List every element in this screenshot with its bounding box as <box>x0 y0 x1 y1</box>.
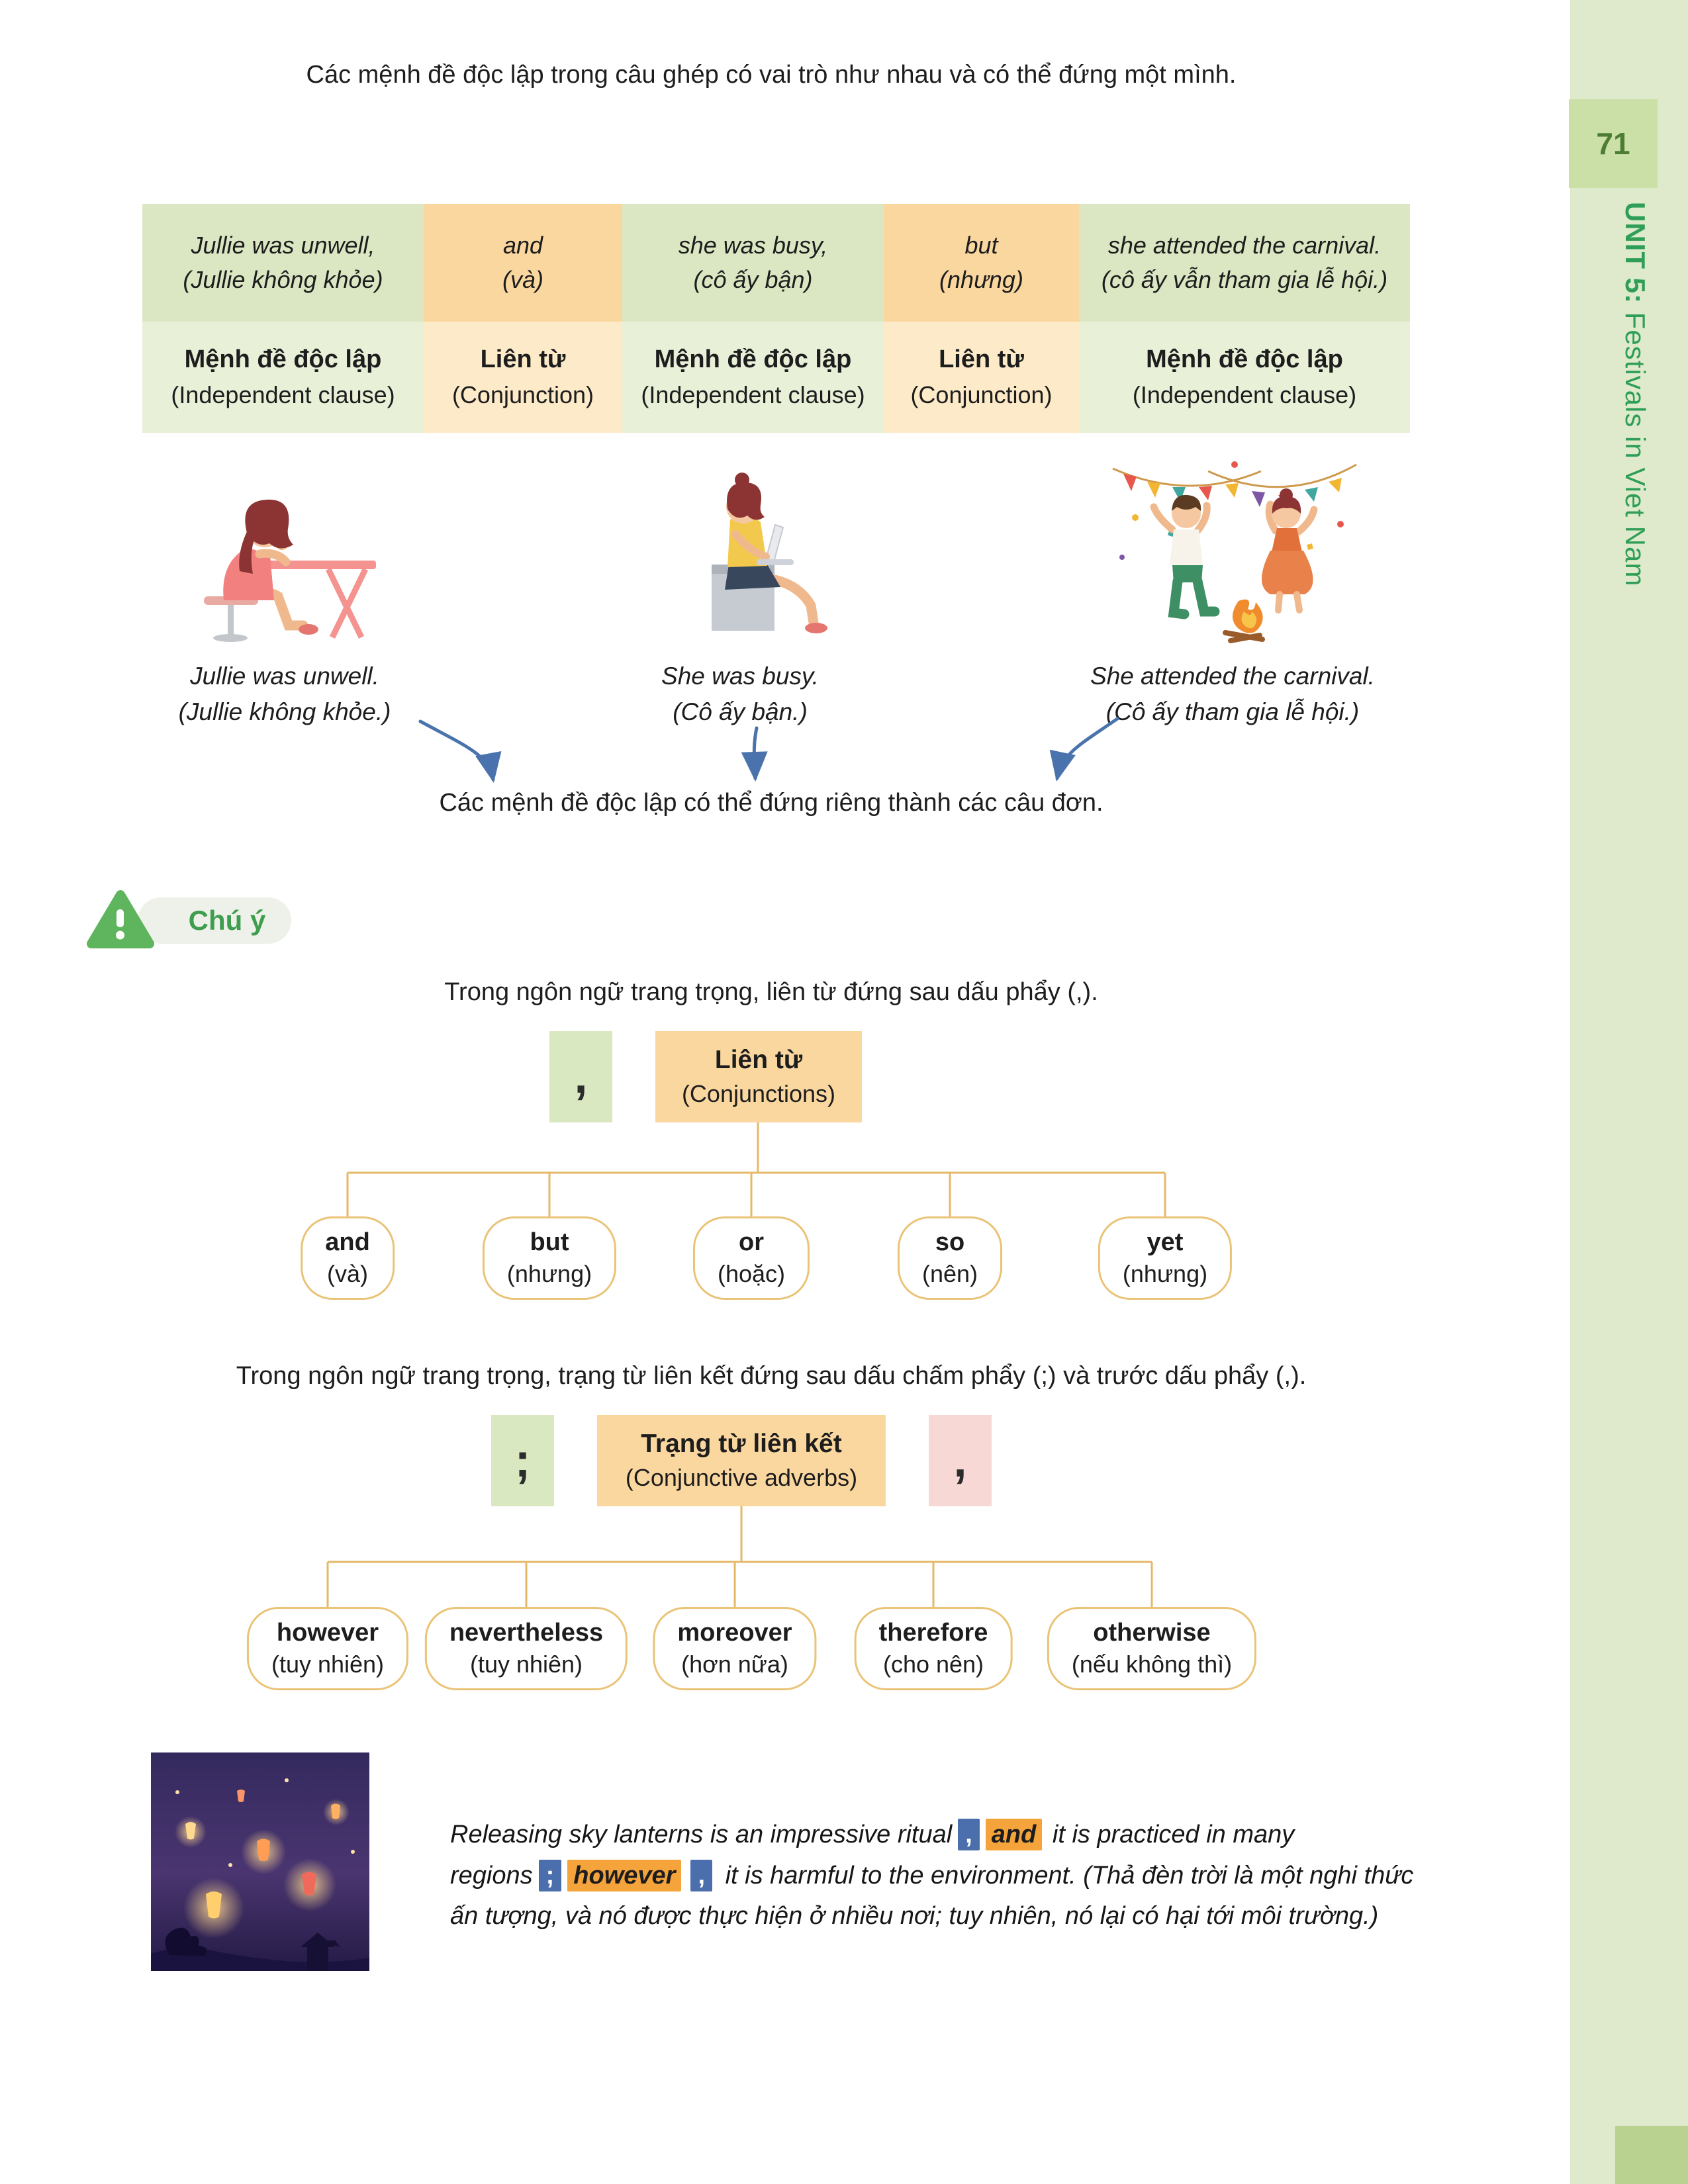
table-cell: Liên từ (Conjunction) <box>884 322 1079 433</box>
highlight-comma-1: , <box>958 1819 980 1850</box>
table-column-clause-3: she attended the carnival. (cô ấy vẫn th… <box>1079 204 1410 433</box>
head-sublabel: (Conjunctive adverbs) <box>625 1464 858 1492</box>
table-cell: Mệnh đề độc lập (Independent clause) <box>622 322 884 433</box>
intro-text: Các mệnh đề độc lập trong câu ghép có va… <box>306 61 1237 89</box>
sidebar-bottom-box <box>1615 2126 1688 2184</box>
caption-busy: She was busy. (Cô ấy bận.) <box>661 659 819 729</box>
busy-woman-drawing <box>712 473 827 633</box>
example-part3: it is harmful to the environment. (Thả đ… <box>450 1861 1414 1931</box>
head-label: Trạng từ liên kết <box>641 1430 842 1459</box>
caption-en: She was busy. <box>661 662 819 690</box>
cell-sublabel: (Independent clause) <box>1132 381 1357 409</box>
rule1-text: Trong ngôn ngữ trang trọng, liên từ đứng… <box>444 978 1098 1006</box>
unwell-girl-drawing <box>204 499 376 642</box>
sky-lanterns-photo <box>151 1752 369 1974</box>
example-sentence: Releasing sky lanterns is an impressive … <box>450 1815 1429 1937</box>
arrows-to-note <box>418 717 1119 783</box>
caption-en: Jullie was unwell. <box>190 662 379 690</box>
conjunctions-head-box: Liên từ (Conjunctions) <box>655 1031 862 1122</box>
sidebar-strip <box>1570 0 1688 2184</box>
clause-conjunction-table: Jullie was unwell, (Jullie không khỏe) M… <box>142 204 1410 433</box>
comma-box-pink: , <box>929 1415 992 1506</box>
caption-vi: (Jullie không khỏe.) <box>178 698 391 725</box>
table-column-conj-1: and (và) Liên từ (Conjunction) <box>424 204 622 433</box>
node-and: and (và) <box>301 1216 395 1300</box>
table-cell: and (và) <box>424 204 622 322</box>
table-cell: but (nhưng) <box>884 204 1079 322</box>
node-but: but (nhưng) <box>482 1216 617 1300</box>
table-column-clause-1: Jullie was unwell, (Jullie không khỏe) M… <box>142 204 424 433</box>
conjunctions-tree-lines <box>346 1122 1166 1219</box>
semicolon-box: ; <box>491 1415 554 1506</box>
head-label: Liên từ <box>714 1046 803 1075</box>
unit-tab: UNIT 5: Festivals in Viet Nam <box>1619 202 1651 586</box>
cell-vi: (cô ấy vẫn tham gia lễ hội.) <box>1101 266 1388 293</box>
cell-label: Mệnh đề độc lập <box>184 345 382 374</box>
caption-en: She attended the carnival. <box>1090 662 1375 690</box>
unit-title: Festivals in Viet Nam <box>1620 304 1651 587</box>
table-cell: Liên từ (Conjunction) <box>424 322 622 433</box>
caption-vi: (Cô ấy bận.) <box>673 698 808 725</box>
cell-en: and <box>502 231 543 259</box>
node-yet: yet (nhưng) <box>1098 1216 1233 1300</box>
note-pill: Chú ý <box>138 897 291 944</box>
example-part2: it is practiced in many regions <box>450 1821 1295 1889</box>
cell-en: she was busy, <box>678 231 828 259</box>
cell-sublabel: (Conjunction) <box>910 381 1053 409</box>
node-therefore: therefore (cho nên) <box>854 1607 1013 1691</box>
table-cell: she attended the carnival. (cô ấy vẫn th… <box>1079 204 1410 322</box>
rule2-text: Trong ngôn ngữ trang trọng, trạng từ liê… <box>236 1362 1307 1390</box>
caption-carnival: She attended the carnival. (Cô ấy tham g… <box>1090 659 1375 729</box>
node-so: so (nên) <box>897 1216 1003 1300</box>
caption-unwell: Jullie was unwell. (Jullie không khỏe.) <box>179 659 391 729</box>
highlight-and: and <box>985 1819 1043 1850</box>
conjunctive-adverbs-head-box: Trạng từ liên kết (Conjunctive adverbs) <box>597 1415 886 1506</box>
adverbs-tree-lines <box>326 1506 1153 1610</box>
table-cell: Jullie was unwell, (Jullie không khỏe) <box>142 204 424 322</box>
example-part1: Releasing sky lanterns is an impressive … <box>450 1821 953 1848</box>
highlight-semicolon: ; <box>538 1859 562 1891</box>
node-nevertheless: nevertheless (tuy nhiên) <box>424 1607 628 1691</box>
page-number-badge: 71 <box>1569 99 1658 188</box>
split-note-text: Các mệnh đề độc lập có thể đứng riêng th… <box>439 789 1103 817</box>
warning-triangle-icon <box>87 890 154 948</box>
illustration-unwell-girl <box>185 460 391 652</box>
table-cell: Mệnh đề độc lập (Independent clause) <box>1079 322 1410 433</box>
illustration-busy-woman <box>645 453 844 652</box>
page-number: 71 <box>1596 126 1630 161</box>
node-however: however (tuy nhiên) <box>246 1607 409 1691</box>
unit-label: UNIT 5: <box>1620 202 1651 304</box>
node-otherwise: otherwise (nếu không thì) <box>1047 1607 1257 1691</box>
carnival-dancers-drawing <box>1112 461 1357 643</box>
table-column-conj-2: but (nhưng) Liên từ (Conjunction) <box>884 204 1079 433</box>
cell-vi: (cô ấy bận) <box>693 266 813 293</box>
highlight-however: however <box>567 1859 682 1891</box>
cell-vi: (nhưng) <box>939 266 1023 293</box>
node-or: or (hoặc) <box>692 1216 810 1300</box>
comma-box: , <box>549 1031 612 1122</box>
cell-en: she attended the carnival. <box>1107 231 1382 259</box>
node-moreover: moreover (hơn nữa) <box>653 1607 817 1691</box>
highlight-comma-2: , <box>690 1859 713 1891</box>
cell-label: Mệnh đề độc lập <box>654 345 852 374</box>
caption-vi: (Cô ấy tham gia lễ hội.) <box>1105 698 1360 725</box>
cell-label: Liên từ <box>480 345 566 374</box>
sky-lanterns-drawing <box>151 1752 369 1971</box>
table-cell: Mệnh đề độc lập (Independent clause) <box>142 322 424 433</box>
cell-vi: (Jullie không khỏe) <box>183 266 383 293</box>
cell-label: Liên từ <box>939 345 1024 374</box>
cell-sublabel: (Independent clause) <box>641 381 865 409</box>
cell-en: Jullie was unwell, <box>191 231 375 259</box>
cell-en: but <box>964 231 998 259</box>
table-cell: she was busy, (cô ấy bận) <box>622 204 884 322</box>
cell-sublabel: (Independent clause) <box>171 381 395 409</box>
cell-vi: (và) <box>502 266 543 293</box>
cell-label: Mệnh đề độc lập <box>1146 345 1343 374</box>
cell-sublabel: (Conjunction) <box>451 381 594 409</box>
illustration-carnival-dancers <box>1109 445 1360 653</box>
head-sublabel: (Conjunctions) <box>681 1080 836 1108</box>
table-column-clause-2: she was busy, (cô ấy bận) Mệnh đề độc lậ… <box>622 204 884 433</box>
note-label: Chú ý <box>188 905 266 936</box>
